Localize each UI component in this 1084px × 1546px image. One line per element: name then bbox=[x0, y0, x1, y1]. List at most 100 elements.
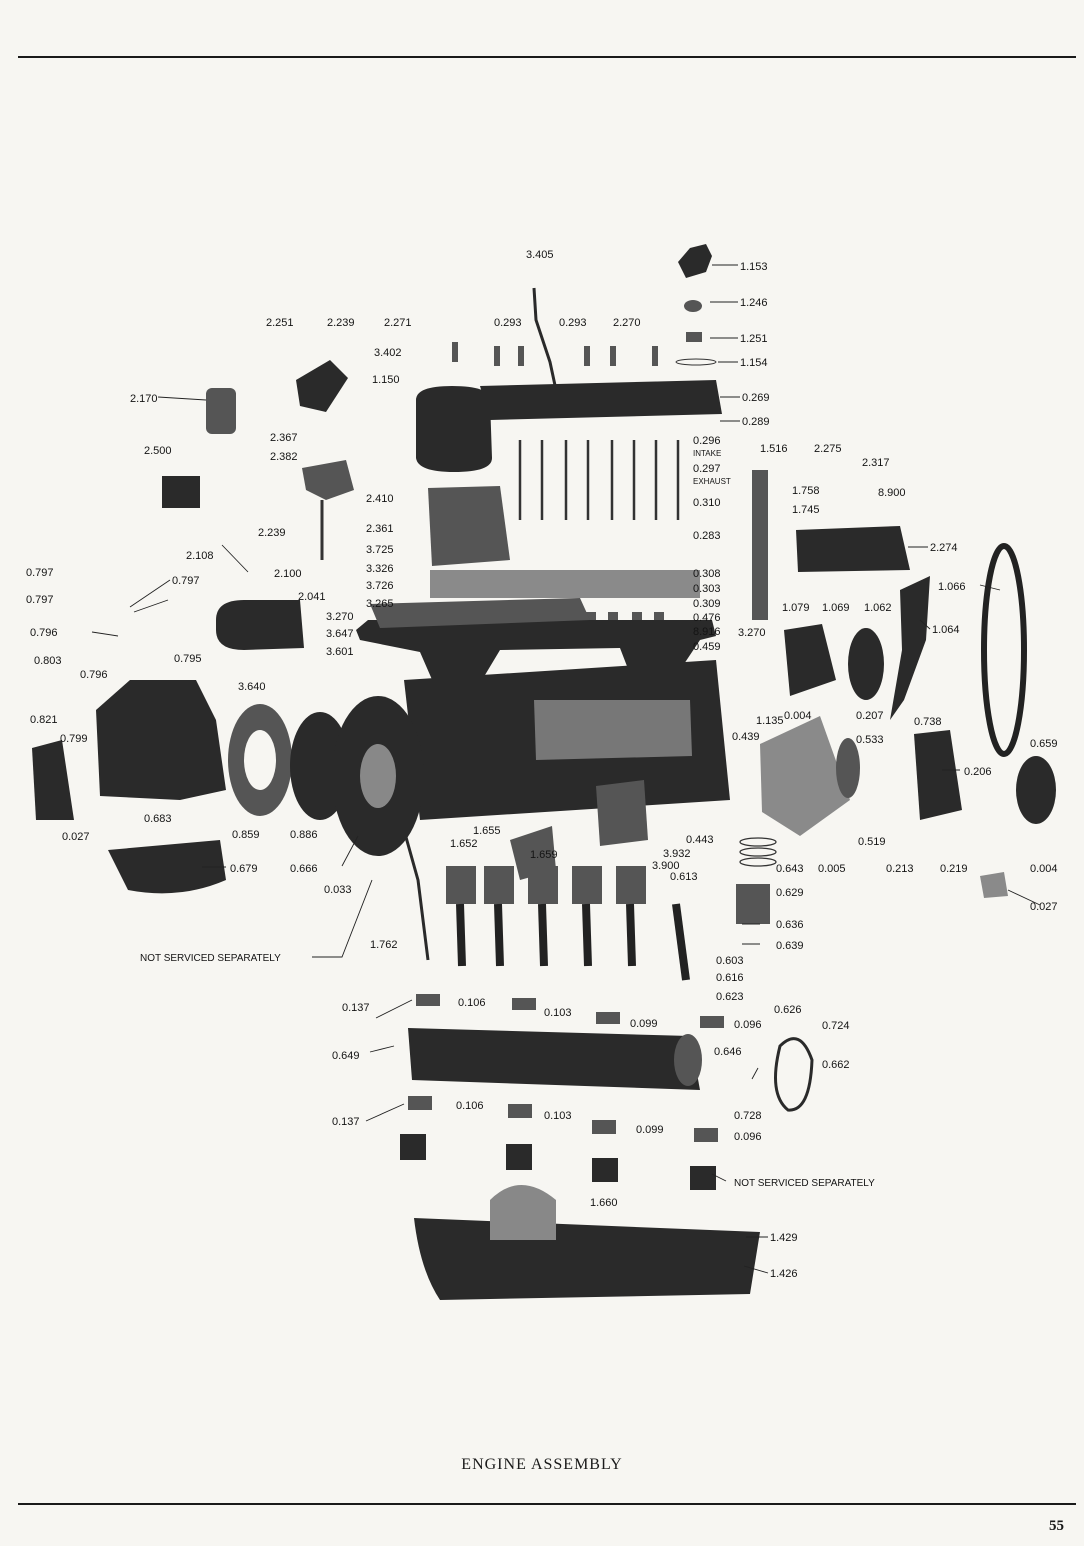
top-rule bbox=[18, 56, 1076, 58]
callout-label: 0.303 bbox=[693, 583, 721, 595]
callout-label: 1.655 bbox=[473, 825, 501, 837]
part-illustrations bbox=[32, 244, 1056, 1300]
pistons bbox=[446, 866, 770, 924]
callout-label: 0.623 bbox=[716, 991, 744, 1003]
upper-bearings bbox=[416, 994, 724, 1028]
callout-label: 2.170 bbox=[130, 393, 158, 405]
callout-label: 0.616 bbox=[716, 972, 744, 984]
callout-label: 0.269 bbox=[742, 392, 770, 404]
callout-label: 3.270 bbox=[326, 611, 354, 623]
callout-label: 1.652 bbox=[450, 838, 478, 850]
callout-label: 1.154 bbox=[740, 357, 768, 369]
fan-belt bbox=[981, 543, 1027, 757]
callout-label: 0.613 bbox=[670, 871, 698, 883]
fuel-pump bbox=[596, 780, 648, 846]
callout-label: 0.293 bbox=[559, 317, 587, 329]
callout-label: 0.659 bbox=[1030, 738, 1058, 750]
callout-label: 0.803 bbox=[34, 655, 62, 667]
callout-label: 0.207 bbox=[856, 710, 884, 722]
callout-label: 0.005 bbox=[818, 863, 846, 875]
callout-label: 1.426 bbox=[770, 1268, 798, 1280]
callout-label: 3.265 bbox=[366, 598, 394, 610]
callout-label: 2.382 bbox=[270, 451, 298, 463]
callout-label: 0.476 bbox=[693, 612, 721, 624]
callout-label: 0.797 bbox=[172, 575, 200, 587]
oil-pipe bbox=[402, 829, 430, 961]
callout-label: 0.033 bbox=[324, 884, 352, 896]
valves bbox=[518, 440, 680, 520]
callout-label: 0.683 bbox=[144, 813, 172, 825]
callout-label: 1.153 bbox=[740, 261, 768, 273]
callout-label: 3.405 bbox=[526, 249, 554, 261]
callout-label: 0.626 bbox=[774, 1004, 802, 1016]
thermostat-ring bbox=[686, 332, 702, 342]
callout-label: 0.797 bbox=[26, 594, 54, 606]
callout-label: 2.041 bbox=[298, 591, 326, 603]
callout-label: 1.066 bbox=[938, 581, 966, 593]
callout-label: 3.647 bbox=[326, 628, 354, 640]
callout-label: NOT SERVICED SEPARATELY bbox=[140, 953, 281, 964]
callout-label: 0.219 bbox=[940, 863, 968, 875]
cylinder-head bbox=[480, 380, 722, 420]
crankshaft-sprocket bbox=[674, 1034, 702, 1086]
callout-label: 1.135 bbox=[756, 715, 784, 727]
flywheel-housing bbox=[96, 680, 226, 800]
callout-label: 0.309 bbox=[693, 598, 721, 610]
starting-motor bbox=[216, 600, 304, 650]
main-bearing-caps bbox=[400, 1134, 716, 1190]
callout-label: 3.900 bbox=[652, 860, 680, 872]
bottom-rule bbox=[18, 1503, 1076, 1505]
callout-label: 0.099 bbox=[630, 1018, 658, 1030]
water-pump bbox=[784, 624, 836, 696]
callout-label: 1.762 bbox=[370, 939, 398, 951]
callout-label: 2.239 bbox=[327, 317, 355, 329]
callout-label: 8.916 bbox=[693, 626, 721, 638]
callout-label: 0.649 bbox=[332, 1050, 360, 1062]
air-cleaner bbox=[416, 386, 492, 472]
callout-label: 2.239 bbox=[258, 527, 286, 539]
callout-label: 1.246 bbox=[740, 297, 768, 309]
callout-label: 0.799 bbox=[60, 733, 88, 745]
callout-label: 0.443 bbox=[686, 834, 714, 846]
callout-label: 2.410 bbox=[366, 493, 394, 505]
callout-label: 3.726 bbox=[366, 580, 394, 592]
callout-label: 0.103 bbox=[544, 1110, 572, 1122]
callout-label: 3.270 bbox=[738, 627, 766, 639]
callout-label: 0.439 bbox=[732, 731, 760, 743]
thermostat-housing bbox=[678, 244, 712, 278]
callout-label: 0.646 bbox=[714, 1046, 742, 1058]
callout-label: 0.106 bbox=[458, 997, 486, 1009]
callout-label: 0.728 bbox=[734, 1110, 762, 1122]
callout-label: 0.643 bbox=[776, 863, 804, 875]
callout-label: 0.629 bbox=[776, 887, 804, 899]
callout-label: 0.293 bbox=[494, 317, 522, 329]
callout-label: 0.797 bbox=[26, 567, 54, 579]
callout-label: INTAKE bbox=[693, 449, 721, 458]
engine-front-plate bbox=[760, 716, 850, 836]
callout-label: 0.296 bbox=[693, 435, 721, 447]
harmonic-balancer bbox=[1016, 756, 1056, 824]
callout-label: 0.206 bbox=[964, 766, 992, 778]
callout-label: 1.079 bbox=[782, 602, 810, 614]
callout-label: 1.069 bbox=[822, 602, 850, 614]
callout-label: 0.004 bbox=[784, 710, 812, 722]
generator bbox=[796, 526, 910, 572]
camshaft-gear bbox=[836, 738, 860, 798]
callout-label: 2.100 bbox=[274, 568, 302, 580]
callout-label: 0.027 bbox=[62, 831, 90, 843]
callout-label: 0.666 bbox=[290, 863, 318, 875]
callout-label: 0.796 bbox=[30, 627, 58, 639]
callout-label: 0.137 bbox=[342, 1002, 370, 1014]
callout-label: 3.326 bbox=[366, 563, 394, 575]
callout-label: EXHAUST bbox=[693, 477, 731, 486]
callout-label: 1.758 bbox=[792, 485, 820, 497]
valve-springs bbox=[430, 570, 700, 598]
intake-manifold bbox=[370, 598, 590, 628]
callout-label: 2.500 bbox=[144, 445, 172, 457]
callout-labels: 3.405 1.153 1.246 1.251 1.154 2.251 2.23… bbox=[26, 249, 1058, 1280]
fan-blade bbox=[890, 576, 930, 720]
callout-label: 1.429 bbox=[770, 1232, 798, 1244]
callout-label: 0.308 bbox=[693, 568, 721, 580]
callout-label: 1.659 bbox=[530, 849, 558, 861]
